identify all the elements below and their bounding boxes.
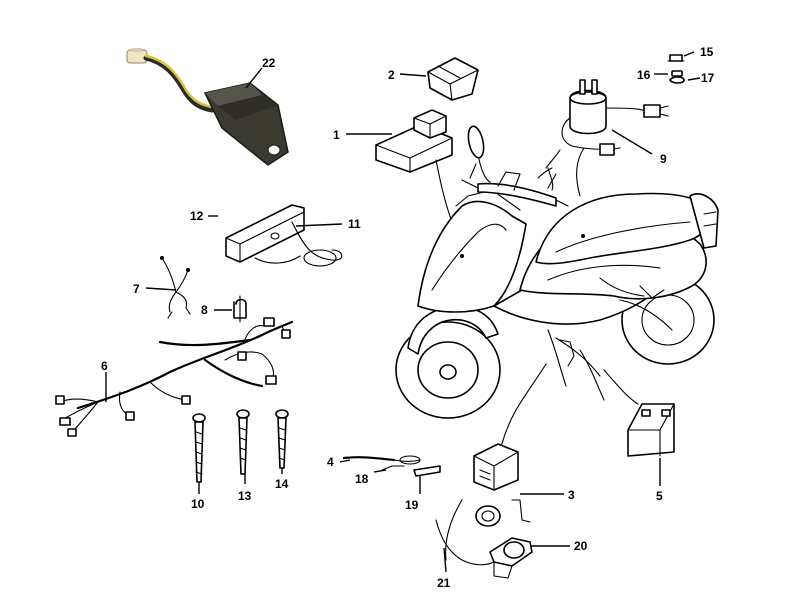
callout-labels: 22 2 1 15 16 17 9 12 11 7 8 6 10 13 14 4… [101, 45, 715, 590]
callout-19: 19 [405, 498, 419, 512]
callout-2: 2 [388, 68, 395, 82]
part-7-sub-harness [160, 256, 191, 319]
part-6-main-harness [55, 317, 294, 437]
part-1-cdi-unit [375, 109, 453, 223]
callout-13: 13 [238, 489, 252, 503]
part-20-plug-cap [489, 537, 533, 579]
callout-15: 15 [700, 45, 714, 59]
callout-16: 16 [637, 68, 651, 82]
leader-lines [105, 51, 701, 573]
callout-8: 8 [201, 303, 208, 317]
callout-11: 11 [348, 217, 361, 231]
part-11-12-bracket [225, 204, 343, 267]
scooter-drawing [395, 125, 719, 465]
callout-20: 20 [574, 539, 588, 553]
part-14-bolt [275, 409, 289, 469]
callout-9: 9 [660, 152, 667, 166]
callout-12: 12 [190, 209, 204, 223]
callout-10: 10 [191, 497, 205, 511]
part-13-bolt [236, 409, 250, 475]
callout-1: 1 [333, 128, 340, 142]
part-15-16-17-fasteners [667, 54, 685, 84]
callout-3: 3 [568, 488, 575, 502]
part-21-plug-wire [435, 519, 495, 566]
callout-18: 18 [355, 472, 369, 486]
part-10-bolt [192, 413, 206, 483]
part-3-ignition-coil [445, 443, 531, 561]
callout-5: 5 [656, 489, 663, 503]
callout-14: 14 [275, 477, 289, 491]
part-4-18-wire [342, 455, 421, 471]
callout-4: 4 [327, 455, 334, 469]
part-22-regulator [126, 48, 289, 166]
callout-7: 7 [133, 282, 140, 296]
callout-22: 22 [262, 56, 276, 70]
part-5-battery [627, 403, 675, 457]
part-8-clip [233, 295, 247, 323]
part-2-relay [427, 57, 479, 101]
callout-21: 21 [437, 576, 451, 590]
callout-6: 6 [101, 359, 108, 373]
part-9-starter-relay [561, 79, 669, 197]
part-19-bracket [413, 465, 441, 477]
callout-17: 17 [701, 71, 715, 85]
